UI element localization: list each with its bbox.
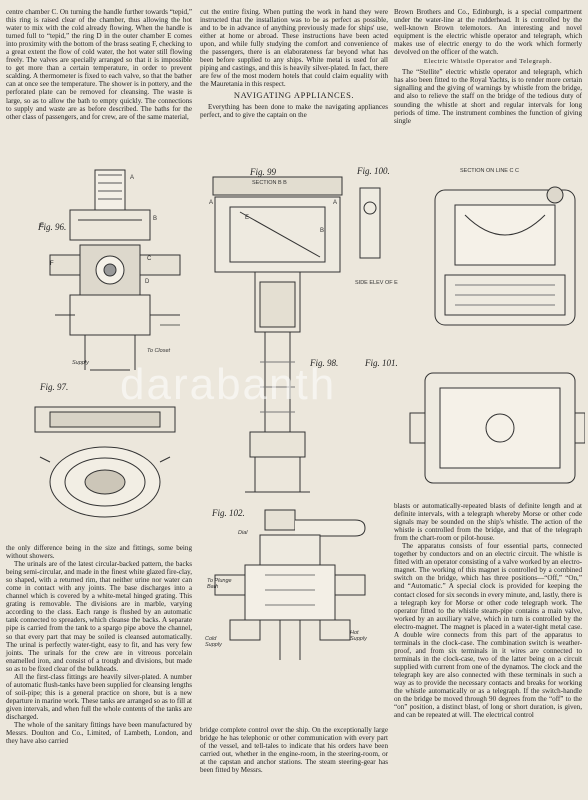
svg-text:A: A	[209, 200, 213, 206]
fig96-caption: Fig. 96.	[38, 222, 67, 232]
svg-text:B: B	[153, 216, 157, 222]
to-closet-label: To Closet	[147, 348, 171, 354]
fig99-caption: Fig. 99	[250, 167, 276, 177]
svg-text:A: A	[130, 175, 134, 181]
right-top-paragraph-2: The “Stellite” electric whistle operator…	[394, 68, 582, 125]
navigating-heading: NAVIGATING APPLIANCES.	[233, 90, 355, 101]
mid-bottom-paragraph: bridge complete control over the ship. O…	[200, 726, 388, 775]
fig100-caption: Fig. 100.	[357, 166, 390, 176]
svg-text:E: E	[40, 223, 44, 229]
svg-text:A: A	[333, 200, 337, 206]
fig96-drawing: A B C D E F	[40, 169, 181, 371]
right-column-bottom: blasts or automatically-repeated blasts …	[394, 502, 582, 719]
left-bottom-paragraph-4: The whole of the sanitary fittings have …	[6, 721, 192, 746]
fig98-caption: Fig. 98.	[310, 358, 339, 368]
left-bottom-paragraph-2: The urinals are of the latest circular-b…	[6, 560, 192, 673]
fig101-caption: Fig. 101.	[365, 358, 398, 368]
right-top-paragraph: Brown Brothers and Co., Edinburgh, is a …	[394, 8, 582, 57]
svg-text:C: C	[147, 256, 152, 262]
whistle-heading: Electric Whistle Operator and Telegraph.	[423, 58, 553, 66]
right-bottom-paragraph-1: blasts or automatically-repeated blasts …	[394, 502, 582, 543]
section-cc-label: SECTION ON LINE C C	[460, 168, 519, 174]
right-bottom-paragraph-2: The apparatus consists of four essential…	[394, 542, 582, 720]
to-plunge-bath-label: To Plunge Bath	[207, 578, 232, 590]
fig101-drawing	[409, 372, 585, 484]
middle-column-top: cut the entire fixing. When putting the …	[200, 8, 388, 119]
left-column-bottom: the only difference being in the size an…	[6, 544, 192, 745]
watermark: darabanth	[120, 360, 337, 409]
left-top-paragraph: centre chamber C. On turning the handle …	[6, 8, 192, 121]
fig102-drawing	[214, 509, 366, 660]
fig97-caption: Fig. 97.	[40, 382, 69, 392]
mid-top-paragraph: cut the entire fixing. When putting the …	[200, 8, 388, 89]
fig97-drawing	[34, 406, 176, 518]
hot-supply-label: Hot Supply	[350, 630, 367, 642]
svg-text:E: E	[245, 215, 249, 221]
side-elevation-drawing	[359, 187, 381, 259]
side-elevation-label: SIDE ELEV OF E	[355, 280, 398, 286]
fig100-drawing	[434, 186, 576, 326]
dial-label: Dial	[238, 530, 248, 536]
svg-text:F: F	[50, 261, 54, 267]
fig102-caption: Fig. 102.	[212, 508, 245, 518]
section-bb-label: SECTION B B	[252, 180, 287, 186]
supply-label: Supply	[72, 360, 89, 366]
mid-top-paragraph-2: Everything has been done to make the nav…	[200, 102, 388, 119]
svg-text:D: D	[145, 279, 150, 285]
fig99-drawing: A A E B	[209, 176, 343, 493]
left-bottom-paragraph-3: All the first-class fittings are heavily…	[6, 672, 193, 721]
left-column-top: centre chamber C. On turning the handle …	[6, 8, 192, 121]
middle-column-bottom: bridge complete control over the ship. O…	[200, 726, 388, 774]
svg-text:B: B	[320, 228, 324, 234]
left-bottom-paragraph-1: the only difference being in the size an…	[6, 544, 192, 561]
cold-supply-label: Cold Supply	[205, 636, 222, 648]
right-column-top: Brown Brothers and Co., Edinburgh, is a …	[394, 8, 582, 125]
